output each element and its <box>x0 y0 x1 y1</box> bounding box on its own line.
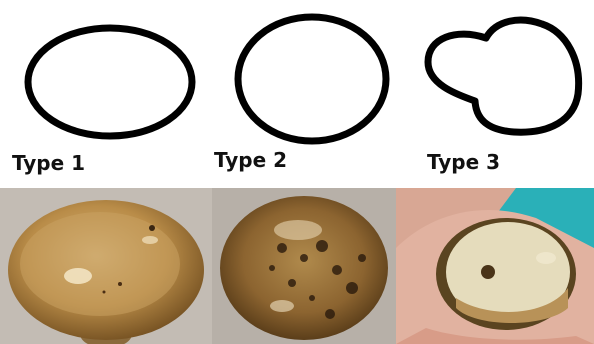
type-2-outline <box>238 17 386 141</box>
type-3-outline <box>428 20 579 132</box>
type-1-photo <box>0 188 212 344</box>
type-1-label: Type 1 <box>12 153 85 173</box>
type-2-label: Type 2 <box>214 150 287 170</box>
type-1-outline <box>28 28 192 136</box>
outline-drawings <box>0 0 594 150</box>
type-2-photo <box>212 188 396 344</box>
type-3-label: Type 3 <box>427 152 500 172</box>
type-3-photo <box>396 188 594 344</box>
